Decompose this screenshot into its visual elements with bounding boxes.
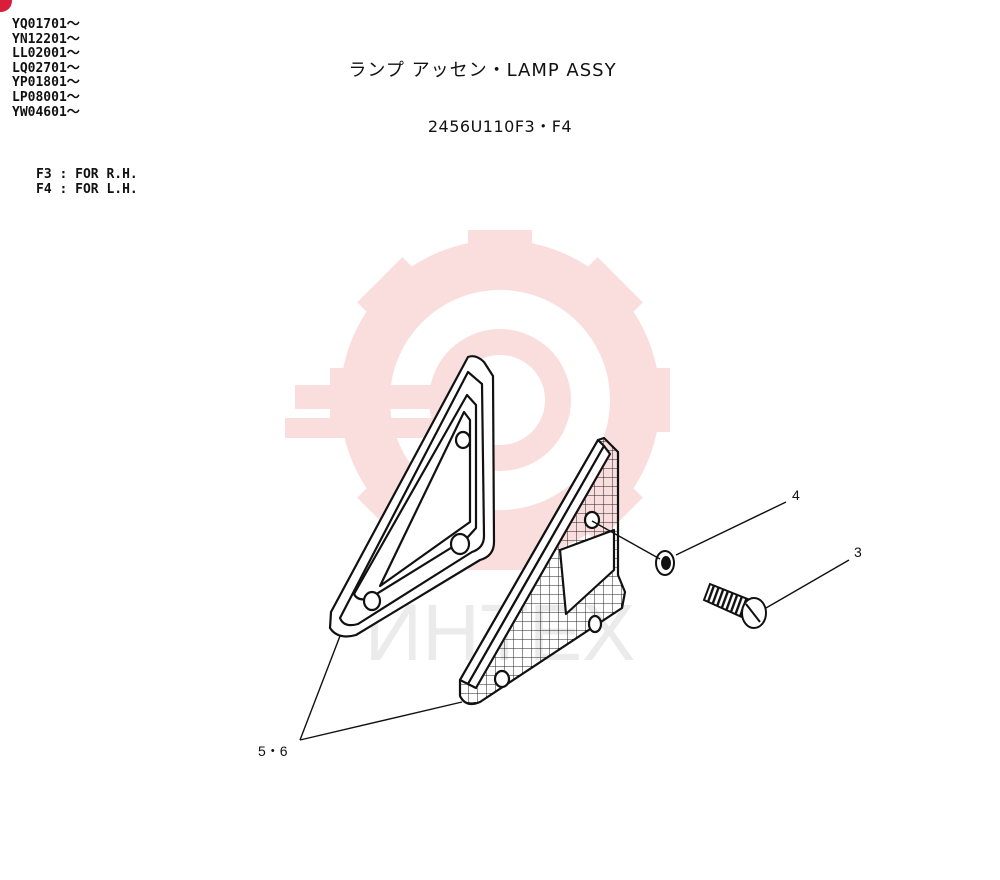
callout-screw: 3 [854,544,862,560]
page-title: ランプ アッセン・LAMP ASSY [348,60,617,81]
serial-number: LL02001～ [12,46,80,62]
serial-number: YW04601～ [12,104,80,120]
screw [702,582,767,629]
callout-washer: 4 [792,487,800,503]
serial-number-list: YQ01701～ YN12201～ LL02001～ LQ02701～ YP01… [12,17,80,120]
callout-lens: 5・6 [258,743,288,759]
note-lh: F4 : FOR L.H. [36,181,138,197]
reflector-lens [458,436,627,706]
serial-number: YQ01701～ [12,17,80,32]
serial-number: YN12201～ [12,31,80,47]
leader-lines [299,501,850,741]
part-number: 2456U110F3・F4 [427,117,573,136]
serial-number: LP08001～ [12,89,80,105]
gasket-frame [328,355,496,638]
side-notes: F3 : FOR R.H. F4 : FOR L.H. [36,167,138,197]
serial-number: LQ02701～ [12,60,80,76]
washer [655,550,675,576]
assembly-line [591,520,661,560]
serial-number: YP01801～ [12,75,80,91]
note-rh: F3 : FOR R.H. [36,167,138,182]
